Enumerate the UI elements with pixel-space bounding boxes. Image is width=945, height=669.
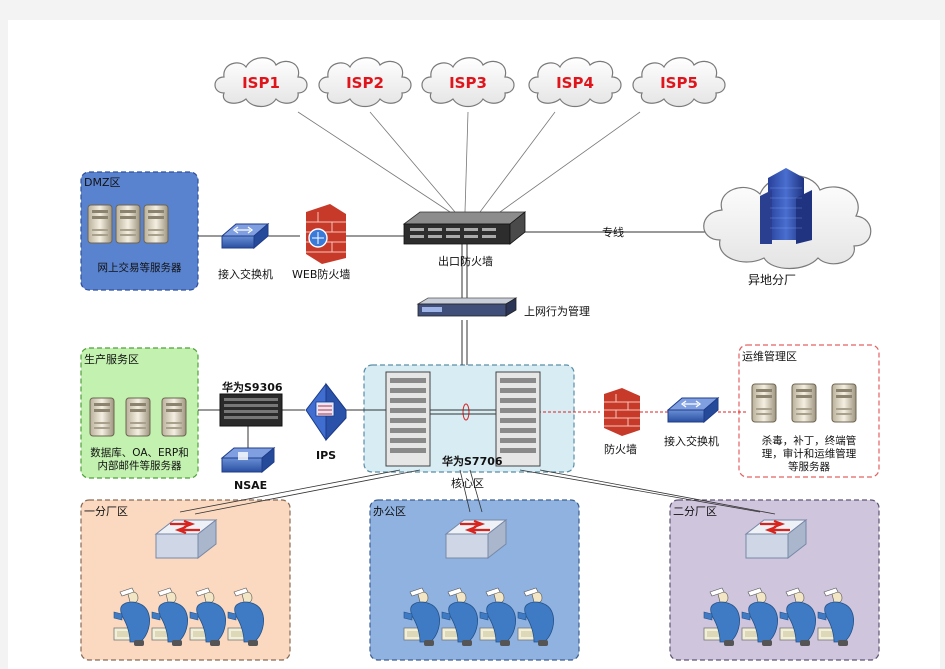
behavior-mgmt-label: 上网行为管理 <box>524 305 590 318</box>
office-zone-title: 办公区 <box>373 505 406 518</box>
core-zone-title: 核心区 <box>451 477 484 490</box>
factory2-zone-title: 二分厂区 <box>673 505 717 518</box>
production-server-icon <box>89 397 115 437</box>
isp-label: ISP2 <box>346 74 384 92</box>
egress-firewall-label: 出口防火墙 <box>438 255 493 268</box>
factory1-zone-title: 一分厂区 <box>84 505 128 518</box>
access-switch-ops-label: 接入交换机 <box>664 435 719 448</box>
dmz-zone-title: DMZ区 <box>84 176 121 189</box>
ops-server-icon <box>751 383 777 423</box>
distribution-links <box>179 469 776 515</box>
production-server-icon <box>125 397 151 437</box>
ops-zone-title: 运维管理区 <box>742 350 797 363</box>
access-switch-ops-icon <box>666 396 720 424</box>
ops-zone-desc: 等服务器 <box>788 461 830 473</box>
firewall-icon <box>604 388 640 436</box>
dedicated-line-label: 专线 <box>602 226 624 239</box>
production-zone-desc: 内部邮件等服务器 <box>97 460 182 472</box>
links <box>198 231 712 448</box>
huawei-s7706-icon <box>385 371 541 467</box>
s9306-label: 华为S9306 <box>222 381 283 394</box>
access-switch-dmz-icon <box>220 222 270 250</box>
ips-icon <box>305 382 347 442</box>
building-icon <box>760 168 812 244</box>
isp-label: ISP1 <box>242 74 280 92</box>
s7706-label: 华为S7706 <box>442 455 503 468</box>
access-switch-dmz-label: 接入交换机 <box>218 268 273 281</box>
firewall-label: 防火墙 <box>604 443 637 456</box>
web-firewall-label: WEB防火墙 <box>292 268 351 281</box>
isp-label: ISP3 <box>449 74 487 92</box>
remote-branch-label: 异地分厂 <box>748 273 797 287</box>
production-zone-desc: 数据库、OA、ERP和 <box>90 447 189 459</box>
web-firewall-icon <box>306 204 346 264</box>
dmz-server-icon <box>115 204 141 244</box>
ips-label: IPS <box>316 449 337 462</box>
ops-server-icon <box>791 383 817 423</box>
dmz-server-icon <box>87 204 113 244</box>
production-server-icon <box>161 397 187 437</box>
ops-zone-desc: 杀毒，补丁，终端管 <box>761 435 857 447</box>
isp-label: ISP5 <box>660 74 698 92</box>
egress-firewall-icon <box>402 211 527 245</box>
huawei-s9306-icon <box>219 393 283 427</box>
dmz-zone-desc: 网上交易等服务器 <box>97 262 182 274</box>
ops-zone-desc: 理，审计和运维管理 <box>761 448 857 460</box>
isp-links <box>297 111 641 213</box>
production-zone-title: 生产服务区 <box>84 353 139 366</box>
ops-server-icon <box>831 383 857 423</box>
isp-label: ISP4 <box>556 74 594 92</box>
nsae-label: NSAE <box>234 479 268 492</box>
behavior-management-icon <box>416 297 518 317</box>
dmz-server-icon <box>143 204 169 244</box>
nsae-icon <box>220 446 276 474</box>
